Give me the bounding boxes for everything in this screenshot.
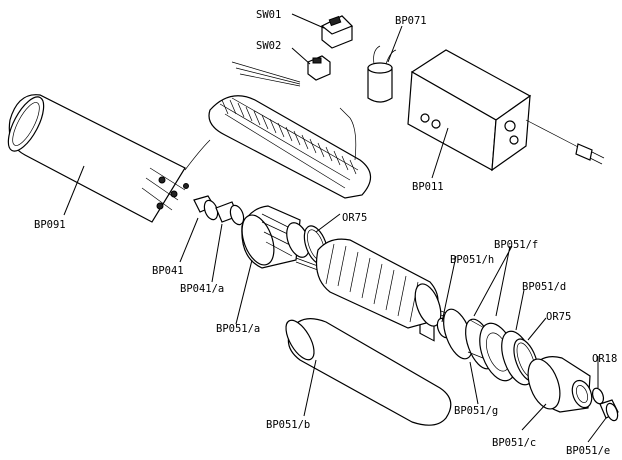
outer-tube-bp051b	[285, 318, 452, 426]
label-or75-top: OR75	[342, 212, 367, 224]
label-bp051d: BP051/d	[522, 281, 566, 293]
label-bp011: BP011	[412, 181, 444, 193]
label-bp051b: BP051/b	[266, 419, 310, 431]
part-labels: SW01 SW02 BP071 BP011 BP091 OR75 BP041 B…	[34, 9, 617, 457]
label-bp051f: BP051/f	[494, 239, 538, 251]
capacitor-bp071	[367, 45, 397, 103]
label-bp041a: BP041/a	[180, 283, 224, 295]
label-or75-right: OR75	[546, 311, 571, 323]
pump-head-bp051a	[241, 205, 310, 269]
label-bp051h: BP051/h	[450, 254, 494, 266]
shaft-parts-bp041	[193, 195, 245, 226]
label-sw01: SW01	[256, 9, 281, 21]
label-bp051a: BP051/a	[216, 323, 260, 335]
coiled-cable	[184, 95, 372, 199]
fitting-bp051e	[599, 399, 619, 422]
cable-wires	[231, 61, 301, 87]
impeller-stack	[315, 238, 442, 329]
label-bp091: BP091	[34, 219, 66, 231]
switch-sw01	[320, 15, 354, 49]
label-bp071: BP071	[395, 15, 427, 27]
switch-sw02	[307, 55, 331, 81]
label-bp041: BP041	[152, 265, 184, 277]
outlet-body-bp051c	[527, 356, 593, 413]
motor-cylinder-bp091	[7, 94, 189, 223]
label-bp051g: BP051/g	[454, 405, 498, 417]
label-sw02: SW02	[256, 40, 281, 52]
leader-lines	[63, 13, 607, 443]
label-or18: OR18	[592, 353, 617, 365]
label-bp051c: BP051/c	[492, 437, 536, 449]
label-bp051e: BP051/e	[566, 445, 610, 457]
